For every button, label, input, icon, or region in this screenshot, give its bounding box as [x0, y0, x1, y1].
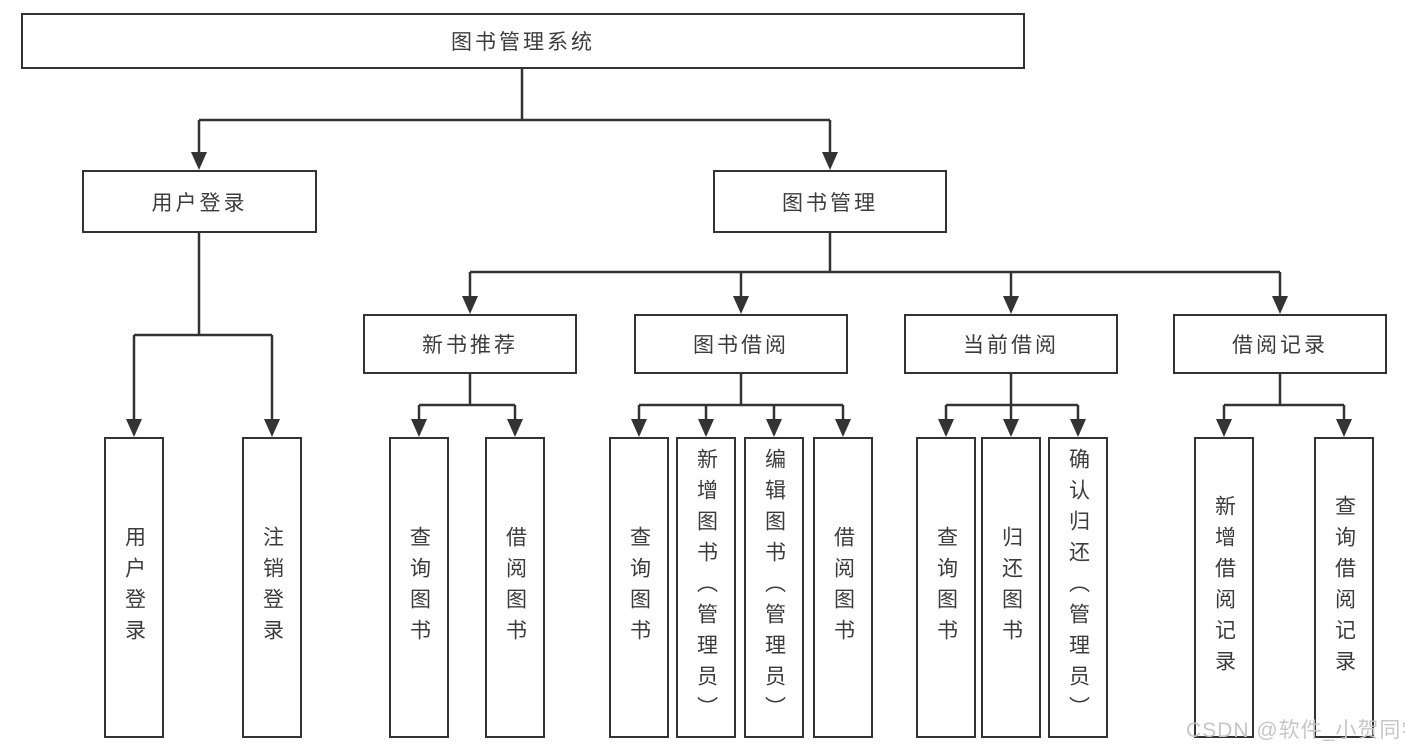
- leaf-user-logout-label: 注销登录: [260, 525, 284, 650]
- leaf-current-return-books-label: 归还图书: [999, 525, 1023, 650]
- leaf-current-return-books: 归还图书: [981, 437, 1041, 738]
- node-book-management: 图书管理: [713, 170, 947, 233]
- arrow-down-icon: [698, 419, 714, 437]
- arrow-down-icon: [1272, 296, 1288, 314]
- leaf-current-confirm-return-admin-label: 确认归还（管理员）: [1066, 448, 1090, 727]
- leaf-newbook-borrow-books: 借阅图书: [485, 437, 545, 738]
- leaf-borrow-add-book-admin: 新增图书（管理员）: [676, 437, 736, 738]
- leaf-newbook-query-books-label: 查询图书: [407, 525, 431, 650]
- node-current-borrow-label: 当前借阅: [963, 334, 1059, 357]
- leaf-records-add-record: 新增借阅记录: [1194, 437, 1254, 738]
- leaf-borrow-edit-book-admin-label: 编辑图书（管理员）: [762, 448, 786, 727]
- leaf-borrow-query-books: 查询图书: [609, 437, 669, 738]
- node-book-borrow: 图书借阅: [634, 314, 848, 374]
- leaf-borrow-edit-book-admin: 编辑图书（管理员）: [744, 437, 804, 738]
- edge-book-borrow-to-leaves: [637, 374, 845, 420]
- node-book-management-label: 图书管理: [782, 191, 878, 215]
- edge-current-borrow-to-leaves: [944, 374, 1080, 420]
- arrow-down-icon: [631, 419, 647, 437]
- node-borrow-records-label: 借阅记录: [1232, 334, 1328, 357]
- leaf-newbook-borrow-books-label: 借阅图书: [503, 525, 527, 650]
- arrow-down-icon: [191, 152, 207, 170]
- edge-borrow-records-to-leaves: [1222, 374, 1346, 420]
- arrow-down-icon: [126, 419, 142, 437]
- watermark: CSDN @软件_小贺同学: [1186, 719, 1405, 742]
- leaf-records-query-record-label: 查询借阅记录: [1332, 494, 1356, 681]
- leaf-records-add-record-label: 新增借阅记录: [1212, 494, 1236, 681]
- node-book-borrow-label: 图书借阅: [693, 334, 789, 357]
- arrow-down-icon: [766, 419, 782, 437]
- leaf-user-logout: 注销登录: [242, 437, 302, 738]
- arrow-down-icon: [462, 296, 478, 314]
- arrow-down-icon: [1336, 419, 1352, 437]
- edge-book-management-to-level3: [468, 232, 1282, 297]
- node-current-borrow: 当前借阅: [904, 314, 1118, 374]
- arrow-down-icon: [1003, 419, 1019, 437]
- edge-new-book-to-leaves: [417, 374, 517, 420]
- arrow-down-icon: [1070, 419, 1086, 437]
- arrow-down-icon: [835, 419, 851, 437]
- leaf-current-query-books-label: 查询图书: [934, 525, 958, 650]
- leaf-records-query-record: 查询借阅记录: [1314, 437, 1374, 738]
- arrow-down-icon: [507, 419, 523, 437]
- arrow-down-icon: [733, 296, 749, 314]
- node-root: 图书管理系统: [21, 13, 1025, 69]
- arrow-down-icon: [1216, 419, 1232, 437]
- leaf-user-login-label: 用户登录: [122, 525, 146, 650]
- arrow-down-icon: [822, 152, 838, 170]
- edge-root-to-level2: [197, 69, 832, 153]
- arrow-down-icon: [411, 419, 427, 437]
- node-new-book-recommend-label: 新书推荐: [422, 334, 518, 357]
- leaf-borrow-query-books-label: 查询图书: [627, 525, 651, 650]
- node-new-book-recommend: 新书推荐: [363, 314, 577, 374]
- leaf-borrow-add-book-admin-label: 新增图书（管理员）: [694, 448, 718, 727]
- node-user-login: 用户登录: [82, 170, 317, 233]
- arrow-down-icon: [938, 419, 954, 437]
- edge-user-login-to-leaves: [132, 233, 274, 420]
- leaf-user-login: 用户登录: [104, 437, 164, 738]
- arrow-down-icon: [1003, 296, 1019, 314]
- leaf-newbook-query-books: 查询图书: [389, 437, 449, 738]
- leaf-borrow-borrow-books: 借阅图书: [813, 437, 873, 738]
- leaf-borrow-borrow-books-label: 借阅图书: [831, 525, 855, 650]
- node-borrow-records: 借阅记录: [1173, 314, 1387, 374]
- leaf-current-confirm-return-admin: 确认归还（管理员）: [1048, 437, 1108, 738]
- arrow-down-icon: [264, 419, 280, 437]
- node-root-label: 图书管理系统: [451, 31, 595, 54]
- leaf-current-query-books: 查询图书: [916, 437, 976, 738]
- node-user-login-label: 用户登录: [151, 191, 248, 215]
